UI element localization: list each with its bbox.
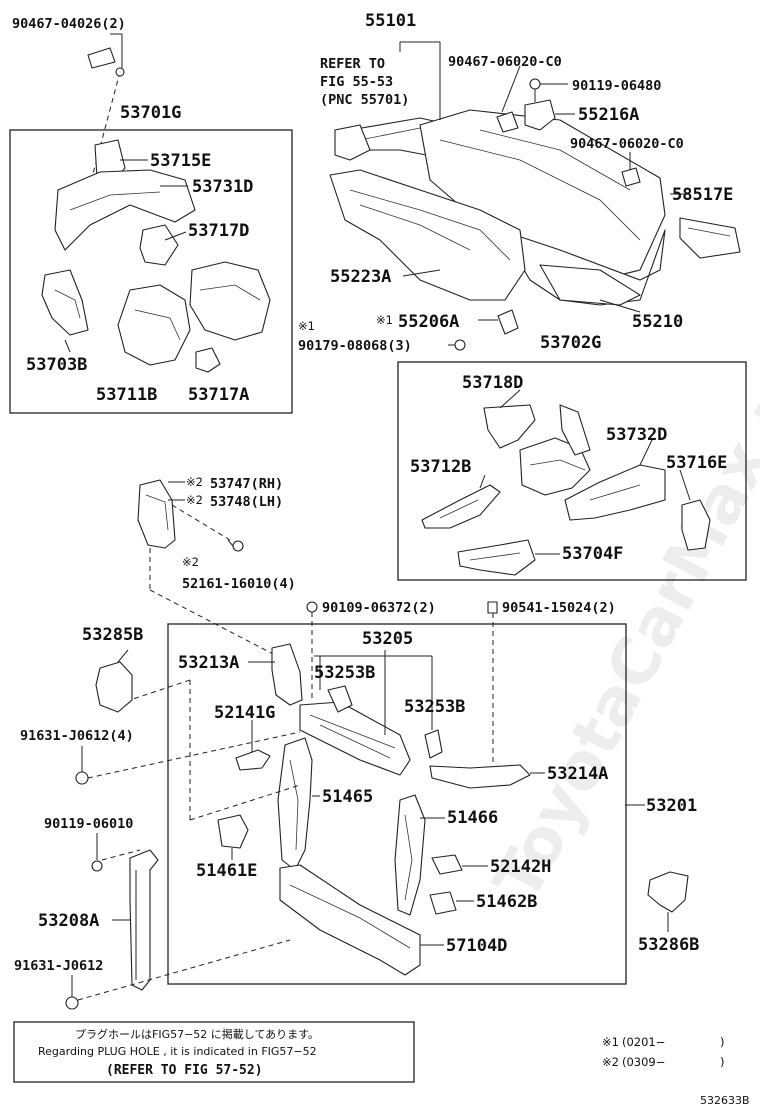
label-55223a: 55223A <box>330 267 391 287</box>
note-japanese: プラグホールはFIG57−52 に掲載してあります。 <box>75 1027 319 1041</box>
label-53286b: 53286B <box>638 935 699 955</box>
group-box-53701g <box>9 129 293 414</box>
label-91631-j0612: 91631-J0612 <box>14 958 103 974</box>
label-53213a: 53213A <box>178 653 239 673</box>
apron-left-illustration <box>41 47 271 373</box>
outside-parts-illustration <box>65 661 689 1010</box>
label-90541-15024: 90541-15024(2) <box>502 600 616 616</box>
label-53253b-b: 53253B <box>404 697 465 717</box>
label-refer-line1: REFER TO <box>320 56 385 72</box>
label-55210: 55210 <box>632 312 683 332</box>
label-53214a: 53214A <box>547 764 608 784</box>
footnote-1-mark: ※1 <box>602 1035 619 1049</box>
label-53704f: 53704F <box>562 544 623 564</box>
label-58517e: 58517E <box>672 185 733 205</box>
label-53747-rh: 53747(RH) <box>210 476 283 492</box>
label-53748-lh: 53748(LH) <box>210 494 283 510</box>
label-51466: 51466 <box>447 808 498 828</box>
label-90467-04026: 90467-04026(2) <box>12 16 126 32</box>
label-53717a: 53717A <box>188 385 249 405</box>
label-53201: 53201 <box>646 796 697 816</box>
label-53732d: 53732D <box>606 425 667 445</box>
label-53715e: 53715E <box>150 151 211 171</box>
label-90119-06480: 90119-06480 <box>572 78 661 94</box>
mark-1-55206a: ※1 <box>376 313 393 327</box>
note-english: Regarding PLUG HOLE , it is indicated in… <box>38 1045 317 1058</box>
dash-panel-illustration <box>329 78 741 351</box>
label-53205: 53205 <box>362 629 413 649</box>
group-box-53702g <box>397 361 747 581</box>
label-53711b: 53711B <box>96 385 157 405</box>
label-90109-06372: 90109-06372(2) <box>322 600 436 616</box>
label-55101: 55101 <box>365 11 416 31</box>
label-53208a: 53208A <box>38 911 99 931</box>
note-refer: (REFER TO FIG 57-52) <box>106 1063 263 1078</box>
label-90179-08068: 90179-08068(3) <box>298 338 412 354</box>
label-53703b: 53703B <box>26 355 87 375</box>
label-52161-16010: 52161-16010(4) <box>182 576 296 592</box>
mark-2-52161: ※2 <box>182 555 199 569</box>
radiator-support-illustration <box>129 601 531 976</box>
label-53717d: 53717D <box>188 221 249 241</box>
footnote-1-text: (0201− <box>622 1035 665 1049</box>
label-90467-06020-a: 90467-06020-C0 <box>448 54 562 70</box>
mark-2-53748: ※2 <box>186 493 203 507</box>
mark-2-53747: ※2 <box>186 475 203 489</box>
figure-code: 532633B <box>700 1094 750 1107</box>
label-51462b: 51462B <box>476 892 537 912</box>
label-57104d: 57104D <box>446 936 507 956</box>
label-52141g: 52141G <box>214 703 275 723</box>
label-refer-line2: FIG 55-53 <box>320 74 393 90</box>
label-91631-j0612-4: 91631-J0612(4) <box>20 728 134 744</box>
footnote-2-text: (0309− <box>622 1055 665 1069</box>
label-90467-06020-b: 90467-06020-C0 <box>570 136 684 152</box>
label-53731d: 53731D <box>192 177 253 197</box>
label-51465: 51465 <box>322 787 373 807</box>
label-refer-line3: (PNC 55701) <box>320 92 409 108</box>
mark-1-90179: ※1 <box>298 319 315 333</box>
footnote-2-close: ) <box>720 1055 725 1069</box>
label-53702g: 53702G <box>540 333 601 353</box>
group-box-53201 <box>167 623 627 985</box>
footnote-2-mark: ※2 <box>602 1055 619 1069</box>
label-53701g: 53701G <box>120 103 181 123</box>
label-53253b-a: 53253B <box>314 663 375 683</box>
footnote-1-close: ) <box>720 1035 725 1049</box>
label-90119-06010: 90119-06010 <box>44 816 133 832</box>
apron-right-illustration <box>421 404 711 576</box>
label-53285b: 53285B <box>82 625 143 645</box>
label-53718d: 53718D <box>462 373 523 393</box>
plug-hole-note-box <box>13 1021 415 1083</box>
label-52142h: 52142H <box>490 857 551 877</box>
label-55216a: 55216A <box>578 105 639 125</box>
label-53716e: 53716E <box>666 453 727 473</box>
radiator-support-brace-illustration <box>137 479 276 656</box>
label-55206a: 55206A <box>398 312 459 332</box>
label-51461e: 51461E <box>196 861 257 881</box>
label-53712b: 53712B <box>410 457 471 477</box>
